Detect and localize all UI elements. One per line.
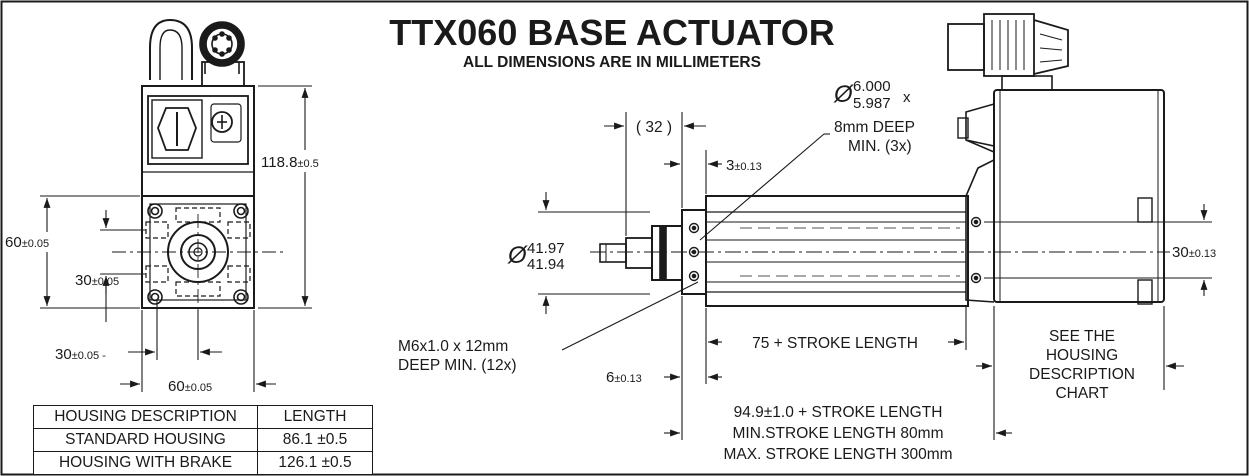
dim-75-stroke: 75 + STROKE LENGTH — [752, 335, 918, 352]
table-header: LENGTH — [257, 405, 373, 429]
pilot-boss — [651, 225, 683, 281]
dim-height-30: 30±0.05 — [75, 272, 119, 289]
side-connector-icon — [947, 13, 1069, 91]
motor-housing — [141, 85, 255, 197]
cable-loop — [149, 18, 193, 80]
connector-icon — [199, 21, 245, 87]
table-row: STANDARD HOUSING 86.1 ±0.5 — [33, 428, 373, 452]
thread-note-depth: DEEP MIN. (12x) — [398, 357, 517, 374]
table-cell: 126.1 ±0.5 — [257, 451, 373, 475]
dim-width-60: 60±0.05 — [168, 378, 212, 395]
drawing-subtitle: ALL DIMENSIONS ARE IN MILLIMETERS — [463, 54, 761, 71]
front-view-dimensions — [40, 85, 312, 392]
table-cell: STANDARD HOUSING — [33, 428, 258, 452]
table-header-row: HOUSING DESCRIPTION LENGTH — [33, 405, 373, 429]
thread-note-size: M6x1.0 x 12mm — [398, 338, 508, 355]
output-shaft — [625, 237, 653, 269]
dim-height-60: 60±0.05 — [5, 234, 49, 251]
table-cell: HOUSING WITH BRAKE — [33, 451, 258, 475]
housing-note-line3: DESCRIPTION — [1029, 366, 1135, 383]
front-view — [112, 18, 284, 330]
hole-note-depth: 8mm DEEP — [834, 119, 915, 136]
min-stroke: MIN.STROKE LENGTH 80mm — [733, 425, 944, 442]
table-row: HOUSING WITH BRAKE 126.1 ±0.5 — [33, 451, 373, 475]
housing-note-line1: SEE THE — [1049, 328, 1115, 345]
side-view — [590, 13, 1170, 307]
dim-6: 6±0.13 — [606, 369, 642, 386]
housing-table: HOUSING DESCRIPTION LENGTH STANDARD HOUS… — [33, 405, 373, 475]
table-header: HOUSING DESCRIPTION — [33, 405, 258, 429]
hole-note-count: MIN. (3x) — [848, 138, 912, 155]
dim-height-118: 118.8±0.5 — [261, 154, 319, 171]
shaft-dia-lower: 41.94 — [527, 256, 565, 273]
overall-length: 94.9±1.0 + STROKE LENGTH — [734, 404, 943, 421]
dim-30-side: 30±0.13 — [1172, 244, 1216, 261]
table-cell: 86.1 ±0.5 — [257, 428, 373, 452]
shaft-dia-upper: 41.97 — [527, 240, 565, 257]
diameter-symbol-hole: Ø — [833, 81, 854, 108]
dim-width-30: 30±0.05 - — [55, 346, 106, 363]
max-stroke: MAX. STROKE LENGTH 300mm — [723, 446, 952, 463]
dim-3: 3±0.13 — [726, 157, 762, 174]
diameter-symbol-shaft: Ø — [507, 242, 528, 269]
housing-note-line4: CHART — [1055, 385, 1109, 402]
hole-dia-lower: 5.987 — [853, 95, 891, 112]
side-view-dimensions — [538, 112, 1212, 440]
hole-x: x — [903, 89, 911, 106]
dim-32: ( 32 ) — [636, 119, 672, 136]
drawing-title: TTX060 BASE ACTUATOR — [389, 12, 834, 53]
housing-note-line2: HOUSING — [1046, 347, 1118, 364]
hole-dia-upper: 6.000 — [853, 78, 891, 95]
side-motor-housing — [993, 89, 1165, 303]
